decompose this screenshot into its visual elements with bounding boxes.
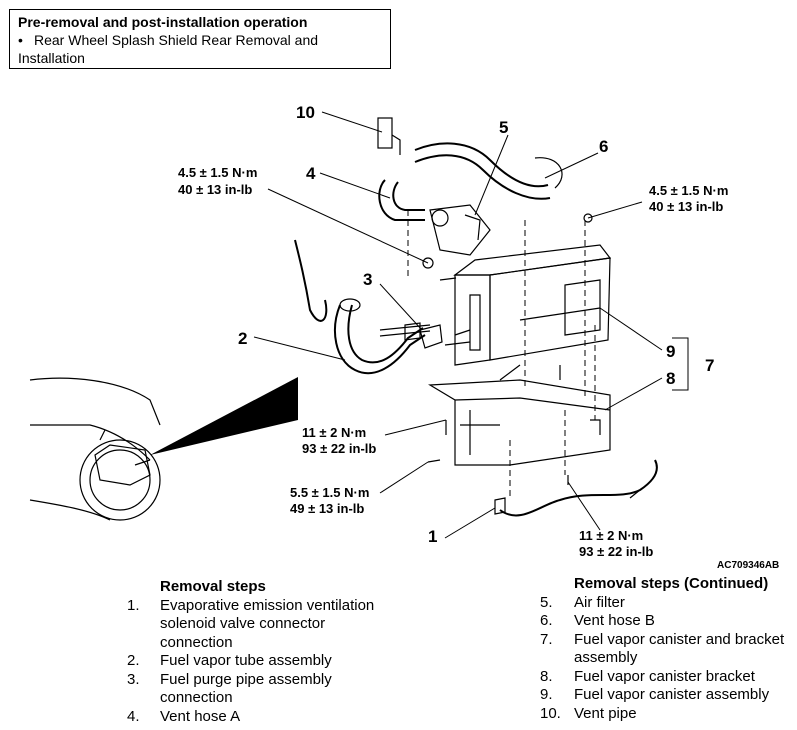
step-text: Fuel vapor canister and bracket assembly: [574, 630, 785, 667]
step-item: 8. Fuel vapor canister bracket: [540, 668, 795, 687]
bullet-icon: •: [18, 32, 23, 48]
vent-pipe: [377, 117, 401, 155]
step-item: 9. Fuel vapor canister assembly: [540, 686, 795, 705]
removal-steps-continued-list: 5. Air filter 6. Vent hose B 7. Fuel vapor ca…: [540, 594, 795, 724]
torque-5-inlb: 93 ± 22 in-lb: [579, 544, 653, 559]
air-filter: [429, 204, 491, 256]
step-item: 5. Air filter: [540, 594, 795, 613]
step-number: 1.: [127, 596, 140, 614]
callout-8: 8: [666, 369, 675, 388]
callout-5: 5: [499, 118, 508, 137]
bolts: [422, 213, 601, 485]
step-number: 8.: [540, 667, 553, 685]
torque-4-inlb: 49 ± 13 in-lb: [290, 501, 364, 516]
pre-removal-box: Pre-removal and post-installation operat…: [9, 9, 391, 69]
step-text: Vent pipe: [574, 704, 637, 722]
exploded-diagram: 10 5 6 4 3 2 9 8 7 1 4.5 ± 1.5 N·m 40 ± …: [29, 103, 779, 571]
step-number: 3.: [127, 670, 140, 688]
torque-1-nm: 4.5 ± 1.5 N·m: [178, 165, 257, 180]
callout-1: 1: [428, 527, 437, 546]
torque-2-inlb: 40 ± 13 in-lb: [649, 199, 723, 214]
removal-steps-continued-heading: Removal steps (Continued): [574, 575, 769, 592]
torque-3-nm: 11 ± 2 N·m: [302, 425, 366, 440]
removal-steps-list: 1. Evaporative emission ventilation solen…: [127, 597, 397, 727]
step-number: 9.: [540, 686, 553, 703]
step-item: 10. Vent pipe: [540, 705, 795, 724]
step-text: Air filter: [574, 593, 625, 611]
torque-2-nm: 4.5 ± 1.5 N·m: [649, 183, 728, 198]
torque-5-nm: 11 ± 2 N·m: [579, 528, 643, 543]
step-item: 1. Evaporative emission ventilation solen…: [127, 597, 397, 653]
step-item: 6. Vent hose B: [540, 612, 795, 631]
torque-4-nm: 5.5 ± 1.5 N·m: [290, 485, 369, 500]
step-text: Vent hose A: [160, 707, 241, 725]
callout-7: 7: [705, 356, 714, 375]
lower-vapor-tube: [494, 459, 658, 517]
step-number: 2.: [127, 652, 140, 669]
callout-2: 2: [238, 329, 247, 348]
figure-id: AC709346AB: [717, 560, 779, 571]
step-text: Fuel purge pipe assembly connection: [160, 670, 332, 707]
vent-hose-b: [414, 142, 563, 200]
vehicle-outline: [29, 377, 161, 521]
canister-bracket: [428, 364, 611, 466]
pre-removal-item-text: Rear Wheel Splash Shield Rear Removal an…: [18, 32, 319, 66]
step-text: Fuel vapor canister bracket: [574, 667, 755, 685]
step-item: 4. Vent hose A: [127, 708, 397, 727]
step-item: 3. Fuel purge pipe assembly connection: [127, 671, 397, 708]
callout-6: 6: [599, 137, 608, 156]
pre-removal-title: Pre-removal and post-installation operat…: [18, 14, 308, 30]
callout-9: 9: [666, 342, 675, 361]
step-number: 6.: [540, 612, 553, 629]
leader-lines: [253, 111, 689, 539]
torque-3-inlb: 93 ± 22 in-lb: [302, 441, 376, 456]
vent-hose-a: [378, 179, 425, 221]
step-number: 7.: [540, 630, 553, 648]
step-number: 4.: [127, 707, 140, 725]
removal-steps-heading: Removal steps: [160, 578, 266, 595]
step-text: Fuel vapor tube assembly: [160, 652, 332, 669]
torque-1-inlb: 40 ± 13 in-lb: [178, 182, 252, 197]
callout-3: 3: [363, 270, 372, 289]
callout-4: 4: [306, 164, 316, 183]
fuel-purge-pipe: [379, 322, 431, 341]
pre-removal-item: •Rear Wheel Splash Shield Rear Removal a…: [18, 31, 382, 67]
step-item: 2. Fuel vapor tube assembly: [127, 652, 397, 671]
zoom-wedge: [150, 377, 298, 455]
step-number: 5.: [540, 593, 553, 611]
step-text: Evaporative emission ventilation solenoi…: [160, 596, 375, 651]
step-item: 7. Fuel vapor canister and bracket assemb…: [540, 631, 795, 668]
step-text: Vent hose B: [574, 612, 655, 629]
step-text: Fuel vapor canister assembly: [574, 686, 770, 703]
step-number: 10.: [540, 704, 561, 722]
callout-10: 10: [296, 103, 315, 122]
fuel-vapor-tube: [294, 239, 443, 375]
removal-steps: Removal steps 1. Evaporative emission ven…: [127, 578, 397, 726]
fuel-vapor-canister: [439, 244, 612, 366]
